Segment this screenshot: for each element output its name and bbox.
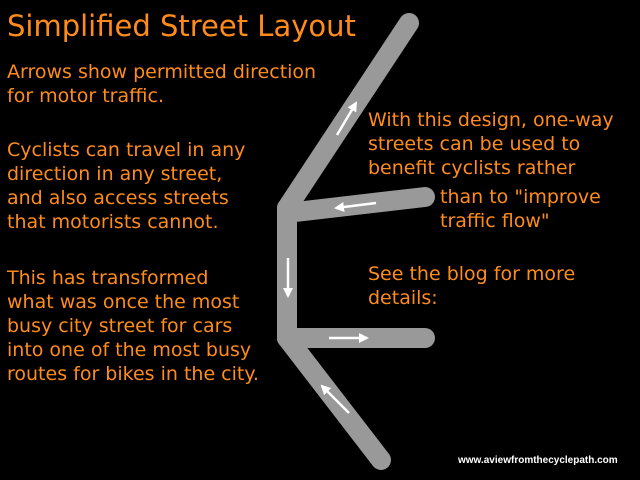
one-way-note-continued: than to "improve traffic flow" [440,186,601,232]
diagram-title: Simplified Street Layout [7,9,356,43]
arrow-northwest [320,384,350,414]
credit-url: www.aviewfromthecyclepath.com [458,455,618,466]
cyclists-text: Cyclists can travel in any direction in … [7,139,246,233]
one-way-note: With this design, one-way streets can be… [368,109,614,179]
blog-note: See the blog for more details: [368,263,576,309]
transformation-text: This has transformed what was once the m… [7,267,259,385]
arrow-west [334,201,377,212]
intro-text: Arrows show permitted direction for moto… [7,61,317,107]
arrow-northeast [335,101,358,136]
